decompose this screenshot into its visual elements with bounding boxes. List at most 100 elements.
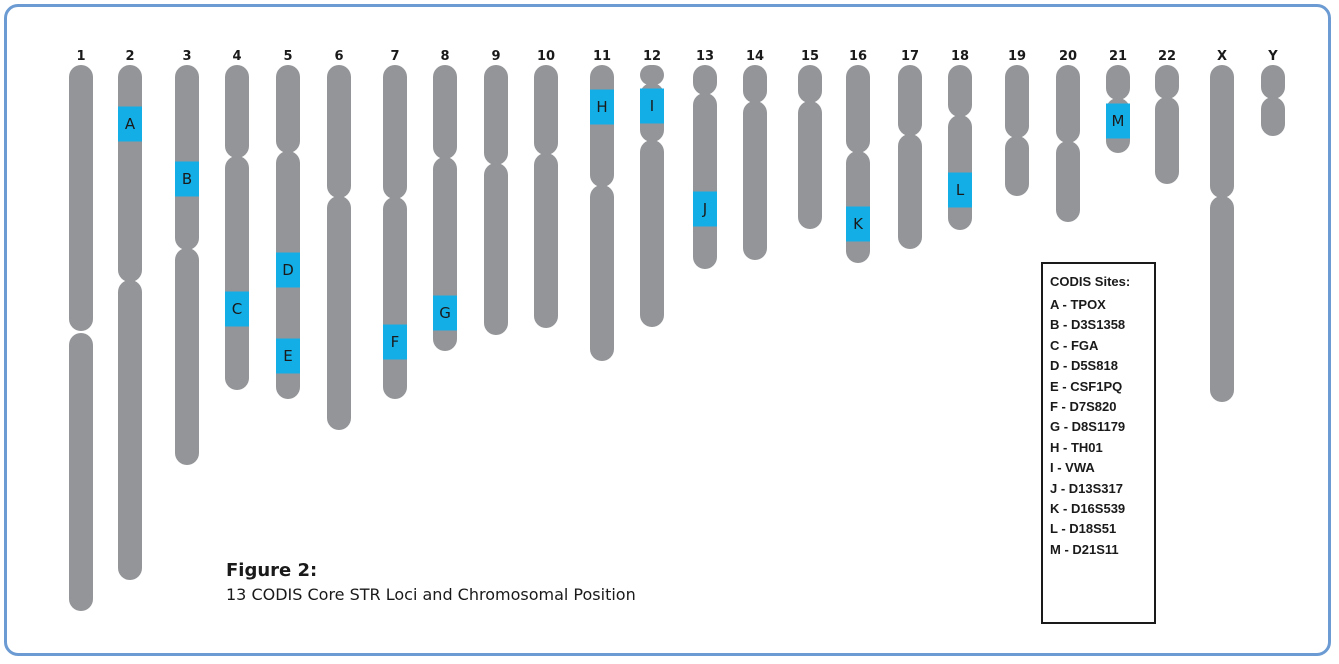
chromosome-10 <box>534 65 558 328</box>
legend-item: F - D7S820 <box>1050 399 1117 415</box>
chromosome-label: 9 <box>491 49 500 64</box>
marker-letter: D <box>282 261 294 279</box>
marker-letter: K <box>853 215 864 233</box>
chromosome-arm <box>175 248 199 465</box>
chromosome-label: 12 <box>643 49 661 64</box>
site-marker-g: G <box>433 295 457 331</box>
chromosome-label: 3 <box>182 49 191 64</box>
chromosome-arm <box>118 65 142 282</box>
chromosome-arm <box>640 65 664 85</box>
chromosome-arm <box>327 65 351 198</box>
chromosome-arm <box>383 65 407 199</box>
chromosome-1 <box>69 65 93 611</box>
chromosome-3 <box>175 65 199 465</box>
chromosome-2 <box>118 65 142 580</box>
marker-box <box>948 172 972 208</box>
site-marker-l: L <box>948 172 972 208</box>
marker-box <box>383 324 407 360</box>
chromosome-arm <box>640 140 664 327</box>
chromosome-label: 17 <box>901 49 919 64</box>
chromosome-label: 18 <box>951 49 969 64</box>
chromosome-label: Y <box>1267 49 1278 64</box>
chromosome-arm <box>1261 65 1285 99</box>
chromosome-label: X <box>1217 49 1227 64</box>
site-marker-a: A <box>118 106 142 142</box>
chromosome-arm <box>1155 97 1179 184</box>
site-marker-j: J <box>693 191 717 227</box>
marker-box <box>433 295 457 331</box>
site-marker-m: M <box>1106 103 1130 139</box>
marker-box <box>693 191 717 227</box>
chromosome-15 <box>798 65 822 229</box>
marker-box <box>590 89 614 125</box>
chromosome-x <box>1210 65 1234 402</box>
legend-item: E - CSF1PQ <box>1050 378 1123 394</box>
chromosome-label: 19 <box>1008 49 1026 64</box>
marker-letter: A <box>125 115 136 133</box>
legend-item: B - D3S1358 <box>1050 317 1126 333</box>
marker-letter: C <box>232 300 242 318</box>
chromosome-label: 1 <box>76 49 85 64</box>
chromosome-label: 7 <box>390 49 399 64</box>
chromosome-17 <box>898 65 922 249</box>
chromosome-arm <box>1056 141 1080 222</box>
chromosome-label: 2 <box>125 49 134 64</box>
chromosome-arm <box>118 280 142 580</box>
chromosome-arm <box>1056 65 1080 143</box>
chromosome-arm <box>534 65 558 155</box>
chromosome-arm <box>743 65 767 103</box>
chromosome-arm <box>1210 196 1234 402</box>
marker-letter: I <box>650 97 654 115</box>
marker-box <box>175 161 199 197</box>
legend-item: A - TPOX <box>1050 297 1106 312</box>
chromosome-label: 11 <box>593 49 611 64</box>
chromosome-label: 15 <box>801 49 819 64</box>
marker-box <box>640 88 664 124</box>
chromosome-arm <box>798 65 822 103</box>
site-marker-k: K <box>846 206 870 242</box>
figure-caption: 13 CODIS Core STR Loci and Chromosomal P… <box>226 585 636 604</box>
legend-item: M - D21S11 <box>1050 541 1119 557</box>
legend-item: H - TH01 <box>1050 439 1103 455</box>
chromosome-label: 13 <box>696 49 714 64</box>
chromosome-4 <box>225 65 249 390</box>
legend-item: L - D18S51 <box>1050 521 1117 537</box>
legend-item: K - D16S539 <box>1050 501 1126 517</box>
marker-letter: F <box>391 333 400 351</box>
chromosome-arm <box>225 156 249 390</box>
chromosome-22 <box>1155 65 1179 184</box>
chromosome-arm <box>898 65 922 136</box>
chromosome-20 <box>1056 65 1080 222</box>
chromosome-arm <box>898 134 922 249</box>
chromosome-arm <box>1155 65 1179 99</box>
chromosome-label: 5 <box>283 49 292 64</box>
chromosome-14 <box>743 65 767 260</box>
chromosome-arm <box>798 101 822 229</box>
chromosome-arm <box>69 333 93 611</box>
chromosome-arm <box>534 153 558 328</box>
chromosome-arm <box>1210 65 1234 198</box>
chromosome-arm <box>276 65 300 153</box>
legend-item: C - FGA <box>1050 337 1099 353</box>
marker-box <box>118 106 142 142</box>
chromosome-label: 20 <box>1059 49 1077 64</box>
chromosome-arm <box>846 65 870 153</box>
chromosome-arm <box>1005 65 1029 138</box>
chromosome-arm <box>383 197 407 399</box>
chromosome-6 <box>327 65 351 430</box>
chromosome-arm <box>327 196 351 430</box>
chromosome-arm <box>693 65 717 95</box>
marker-letter: B <box>182 170 192 188</box>
chromosome-arm <box>225 65 249 158</box>
chromosome-arm <box>69 65 93 331</box>
marker-letter: J <box>702 200 707 218</box>
marker-letter: E <box>283 347 292 365</box>
marker-letter: G <box>439 304 451 322</box>
chromosome-13 <box>693 65 717 269</box>
marker-box <box>276 338 300 374</box>
chromosome-arm <box>693 93 717 269</box>
site-marker-e: E <box>276 338 300 374</box>
chromosome-label: 6 <box>334 49 343 64</box>
